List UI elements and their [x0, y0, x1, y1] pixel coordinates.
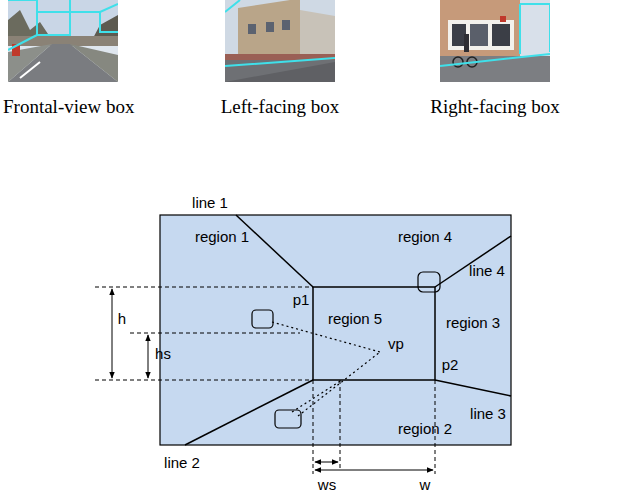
line-label: line 1: [192, 195, 228, 210]
caption: Left-facing box: [221, 97, 340, 116]
point-label: p1: [293, 292, 310, 307]
dotted-rays: [272, 322, 380, 416]
region-label: region 1: [195, 229, 249, 244]
dimension-guides: [95, 287, 435, 474]
point-label: vp: [388, 336, 404, 351]
dimension-label: w: [420, 477, 431, 492]
dimension-label: hs: [155, 346, 171, 361]
dimension-label: ws: [318, 477, 336, 492]
patch-box: [252, 310, 273, 328]
patch-box: [418, 272, 440, 292]
box-face: [313, 287, 435, 380]
image-frame: [160, 215, 511, 445]
dimension-arrows: [112, 289, 433, 470]
street-photo: [440, 0, 550, 82]
region-label: region 4: [398, 229, 452, 244]
line-1: [236, 215, 313, 287]
region-label: region 2: [398, 421, 452, 436]
caption: Frontal-view box: [3, 97, 134, 116]
street-photo: [225, 0, 335, 82]
line-label: line 4: [469, 263, 505, 278]
line-label: line 2: [164, 455, 200, 470]
region-label: region 5: [328, 311, 382, 326]
point-label: p2: [442, 357, 459, 372]
region-label: region 3: [446, 315, 500, 330]
line-3: [435, 380, 511, 396]
line-4: [435, 236, 511, 287]
dimension-label: h: [118, 311, 126, 326]
patch-box: [275, 410, 301, 428]
street-photo: [8, 0, 118, 82]
line-2: [185, 380, 313, 445]
line-label: line 3: [470, 406, 506, 421]
caption: Right-facing box: [430, 97, 559, 116]
